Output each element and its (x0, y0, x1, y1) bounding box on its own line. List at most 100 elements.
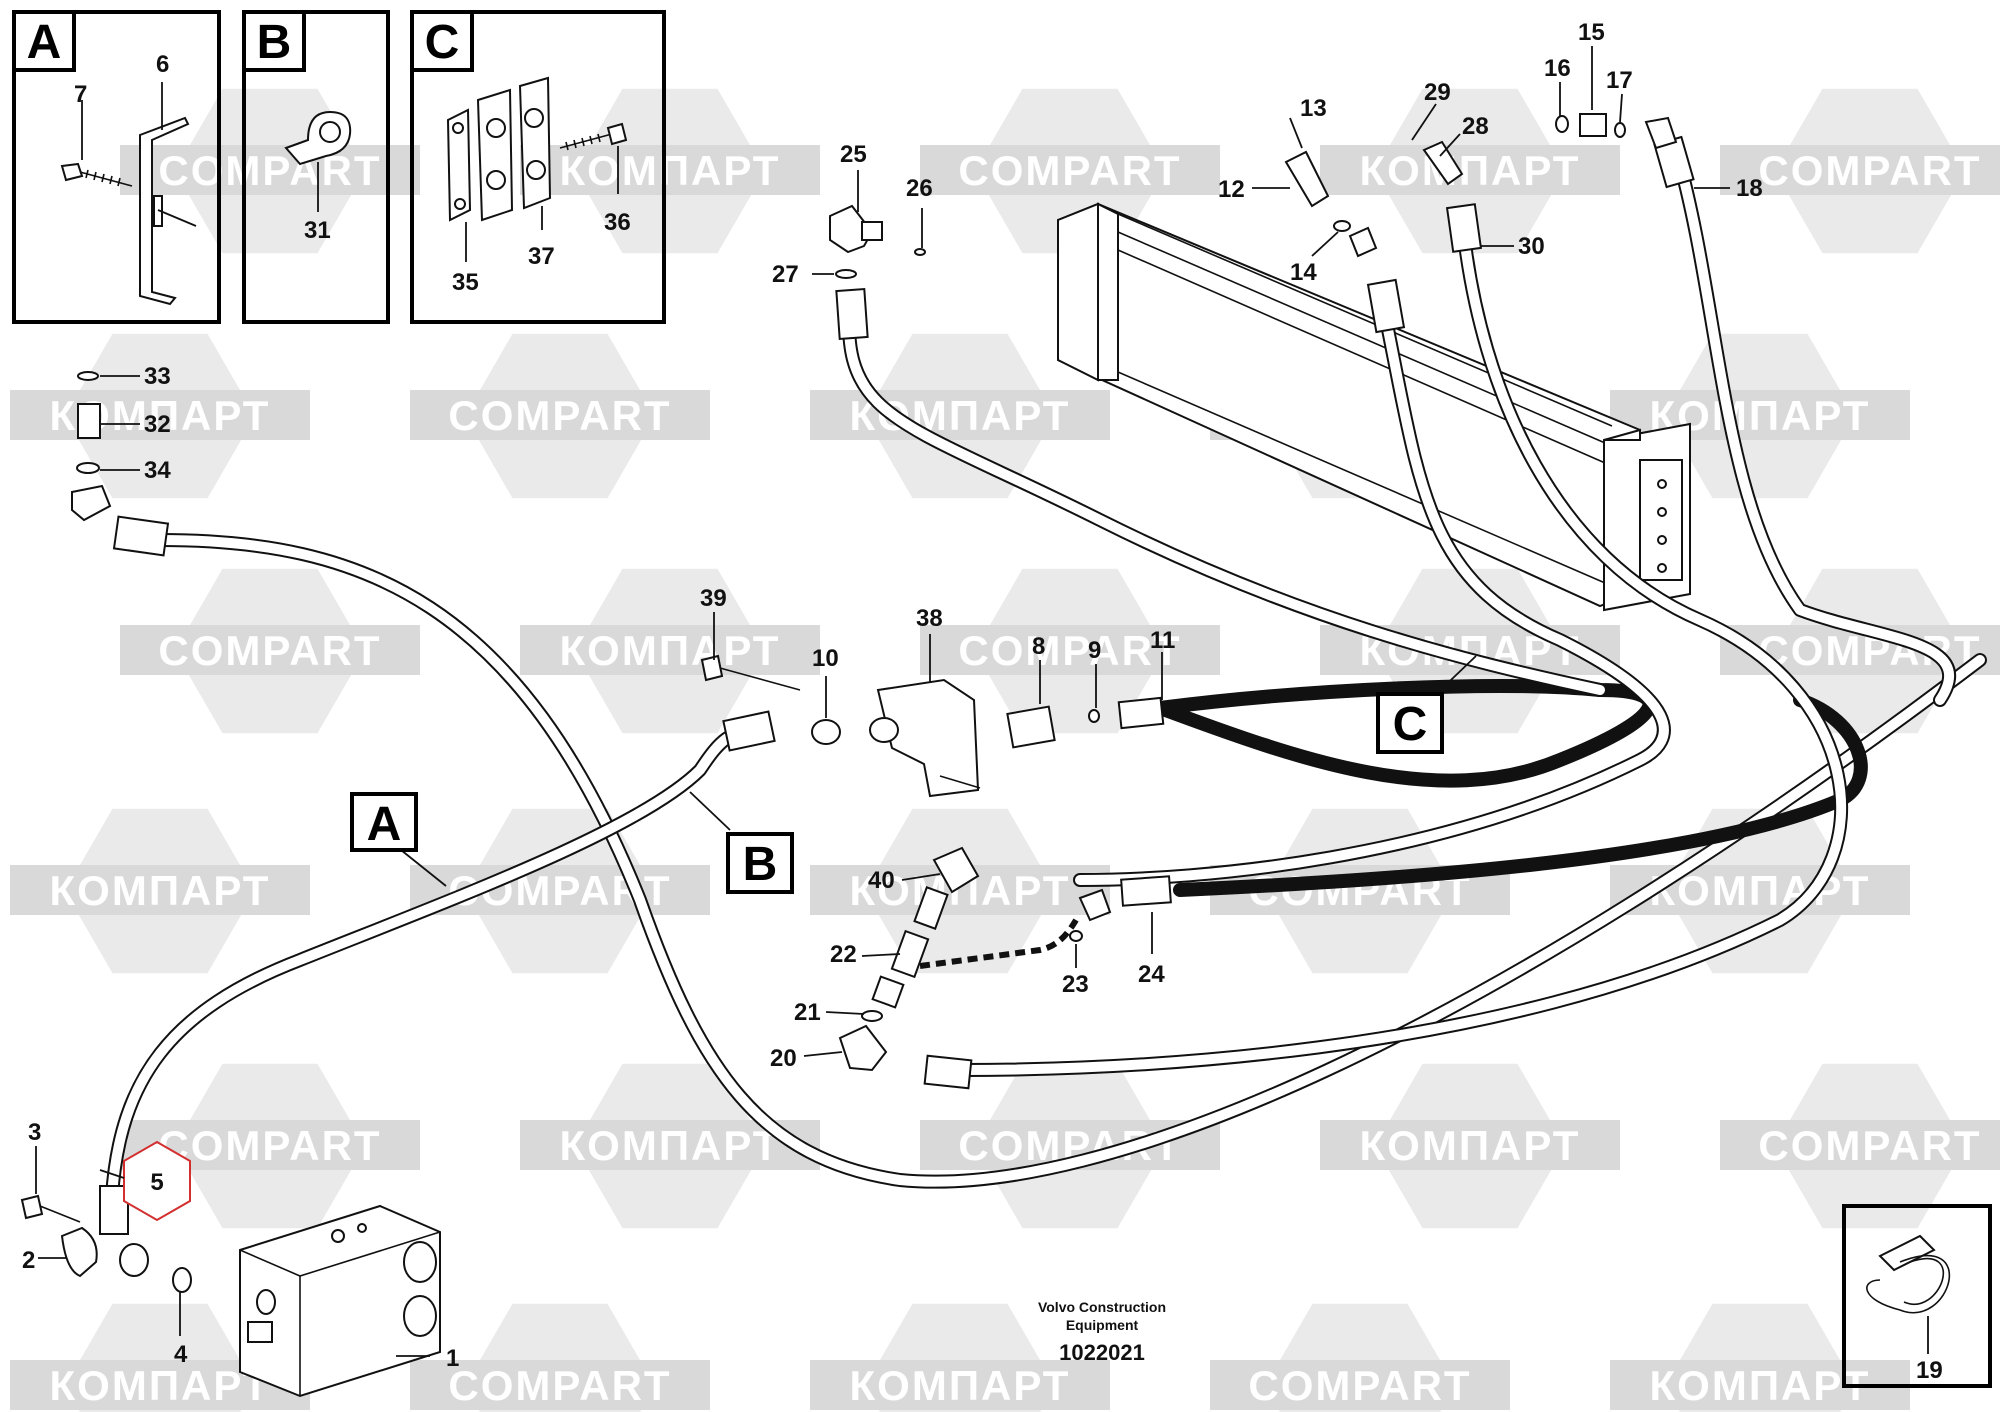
part-label-22: 22 (830, 941, 857, 968)
watermark-band (1320, 145, 1620, 195)
part-label-34: 34 (144, 457, 171, 484)
watermark-band (1320, 1120, 1620, 1170)
part-label-3: 3 (28, 1119, 41, 1146)
watermark-text: COMPART (958, 147, 1181, 194)
part-label-16: 16 (1544, 55, 1571, 82)
watermark-band (810, 1360, 1110, 1410)
detail-box-19 (1842, 1204, 1992, 1388)
part-label-20: 20 (770, 1045, 797, 1072)
watermark-text: КОМПАРТ (50, 867, 271, 914)
valve-block (239, 1204, 441, 1398)
part-label-32: 32 (144, 411, 171, 438)
part-label-2: 2 (22, 1247, 35, 1274)
part-label-25: 25 (840, 141, 867, 168)
part-label-7: 7 (74, 81, 87, 108)
part-label-30: 30 (1518, 233, 1545, 260)
watermark-text: КОМПАРТ (1360, 147, 1581, 194)
part-label-33: 33 (144, 363, 171, 390)
part-label-8: 8 (1032, 633, 1045, 660)
part-label-17: 17 (1606, 67, 1633, 94)
part-label-31: 31 (304, 217, 331, 244)
detail-box-c: C (410, 10, 666, 324)
part-label-9: 9 (1088, 637, 1101, 664)
watermark-text: КОМПАРТ (560, 147, 781, 194)
detail-box-b-letter: B (257, 16, 292, 69)
detail-box-b: B (242, 10, 390, 324)
part-label-1: 1 (446, 1345, 459, 1372)
detail-box-c-letter: C (425, 16, 460, 69)
part-label-23: 23 (1062, 971, 1089, 998)
watermark-text: КОМПАРТ (1650, 1362, 1871, 1409)
watermark-band (1720, 145, 2000, 195)
watermark-text: COMPART (958, 627, 1181, 674)
watermark-band (410, 1360, 710, 1410)
document-number: 1022021 (1059, 1340, 1145, 1365)
part-label-6: 6 (156, 51, 169, 78)
watermark-band (410, 390, 710, 440)
part-label-10: 10 (812, 645, 839, 672)
watermark-text: COMPART (1758, 1122, 1981, 1169)
view-callout-a-letter: A (367, 798, 402, 851)
part-label-5: 5 (150, 1169, 163, 1196)
view-callout-c: C (1376, 655, 1477, 754)
part-label-15: 15 (1578, 19, 1605, 46)
watermark-band (120, 145, 420, 195)
watermark-band (810, 390, 1110, 440)
part-label-26: 26 (906, 175, 933, 202)
part-label-40: 40 (868, 867, 895, 894)
watermark-band (10, 390, 310, 440)
watermark-text: КОМПАРТ (560, 1122, 781, 1169)
view-callout-b-letter: B (743, 838, 778, 891)
view-callout-a: A (350, 792, 447, 887)
watermark-text: КОМПАРТ (50, 1362, 271, 1409)
part-label-18: 18 (1736, 175, 1763, 202)
watermark-text: КОМПАРТ (1360, 1122, 1581, 1169)
watermark-band (520, 625, 820, 675)
watermark-text: COMPART (448, 1362, 671, 1409)
watermark-text: COMPART (158, 147, 381, 194)
watermark-band (120, 625, 420, 675)
part-label-14: 14 (1290, 259, 1317, 286)
watermark-text: COMPART (158, 627, 381, 674)
watermark-band (1210, 1360, 1510, 1410)
watermark-band (920, 145, 1220, 195)
watermark-text: COMPART (448, 392, 671, 439)
part-label-21: 21 (794, 999, 821, 1026)
part-5-highlight (123, 1140, 191, 1222)
watermark-text: COMPART (1248, 1362, 1471, 1409)
watermark-text: КОМПАРТ (560, 627, 781, 674)
watermark: COMPART КОМПАРТ COMPART КОМПАРТ COMPART КОМПА… (10, 88, 2000, 1412)
part-labels: 1 2 3 4 5 6 7 8 9 10 11 12 13 14 15 16 1… (22, 19, 1943, 1384)
watermark-band (520, 145, 820, 195)
part-label-12: 12 (1218, 176, 1245, 203)
part-label-29: 29 (1424, 79, 1451, 106)
hoses (99, 135, 1987, 1235)
part-label-24: 24 (1138, 961, 1165, 988)
watermark-text: КОМПАРТ (850, 1362, 1071, 1409)
part-label-27: 27 (772, 261, 799, 288)
watermark-band (10, 865, 310, 915)
watermark-band (1720, 1120, 2000, 1170)
part-label-11: 11 (1150, 627, 1175, 654)
part-label-38: 38 (916, 605, 943, 632)
part-label-28: 28 (1462, 113, 1489, 140)
watermark-text: COMPART (1758, 147, 1981, 194)
watermark-text: COMPART (158, 1122, 381, 1169)
part-label-19: 19 (1916, 1357, 1943, 1384)
view-callout-b: B (689, 791, 794, 894)
part-label-13: 13 (1300, 95, 1327, 122)
watermark-band (920, 625, 1220, 675)
part-label-37: 37 (528, 243, 555, 270)
part-label-39: 39 (700, 585, 727, 612)
detail-box-a: A (12, 10, 221, 324)
view-callout-c-letter: C (1393, 698, 1428, 751)
leader-lines (35, 46, 1730, 1357)
credit-line-1: Volvo Construction (1038, 1299, 1166, 1315)
part-label-35: 35 (452, 269, 479, 296)
fittings (20, 113, 1678, 1293)
credit-line-2: Equipment (1066, 1317, 1139, 1333)
part-label-36: 36 (604, 209, 631, 236)
detail-box-a-letter: A (27, 16, 62, 69)
part-label-4: 4 (174, 1341, 188, 1368)
